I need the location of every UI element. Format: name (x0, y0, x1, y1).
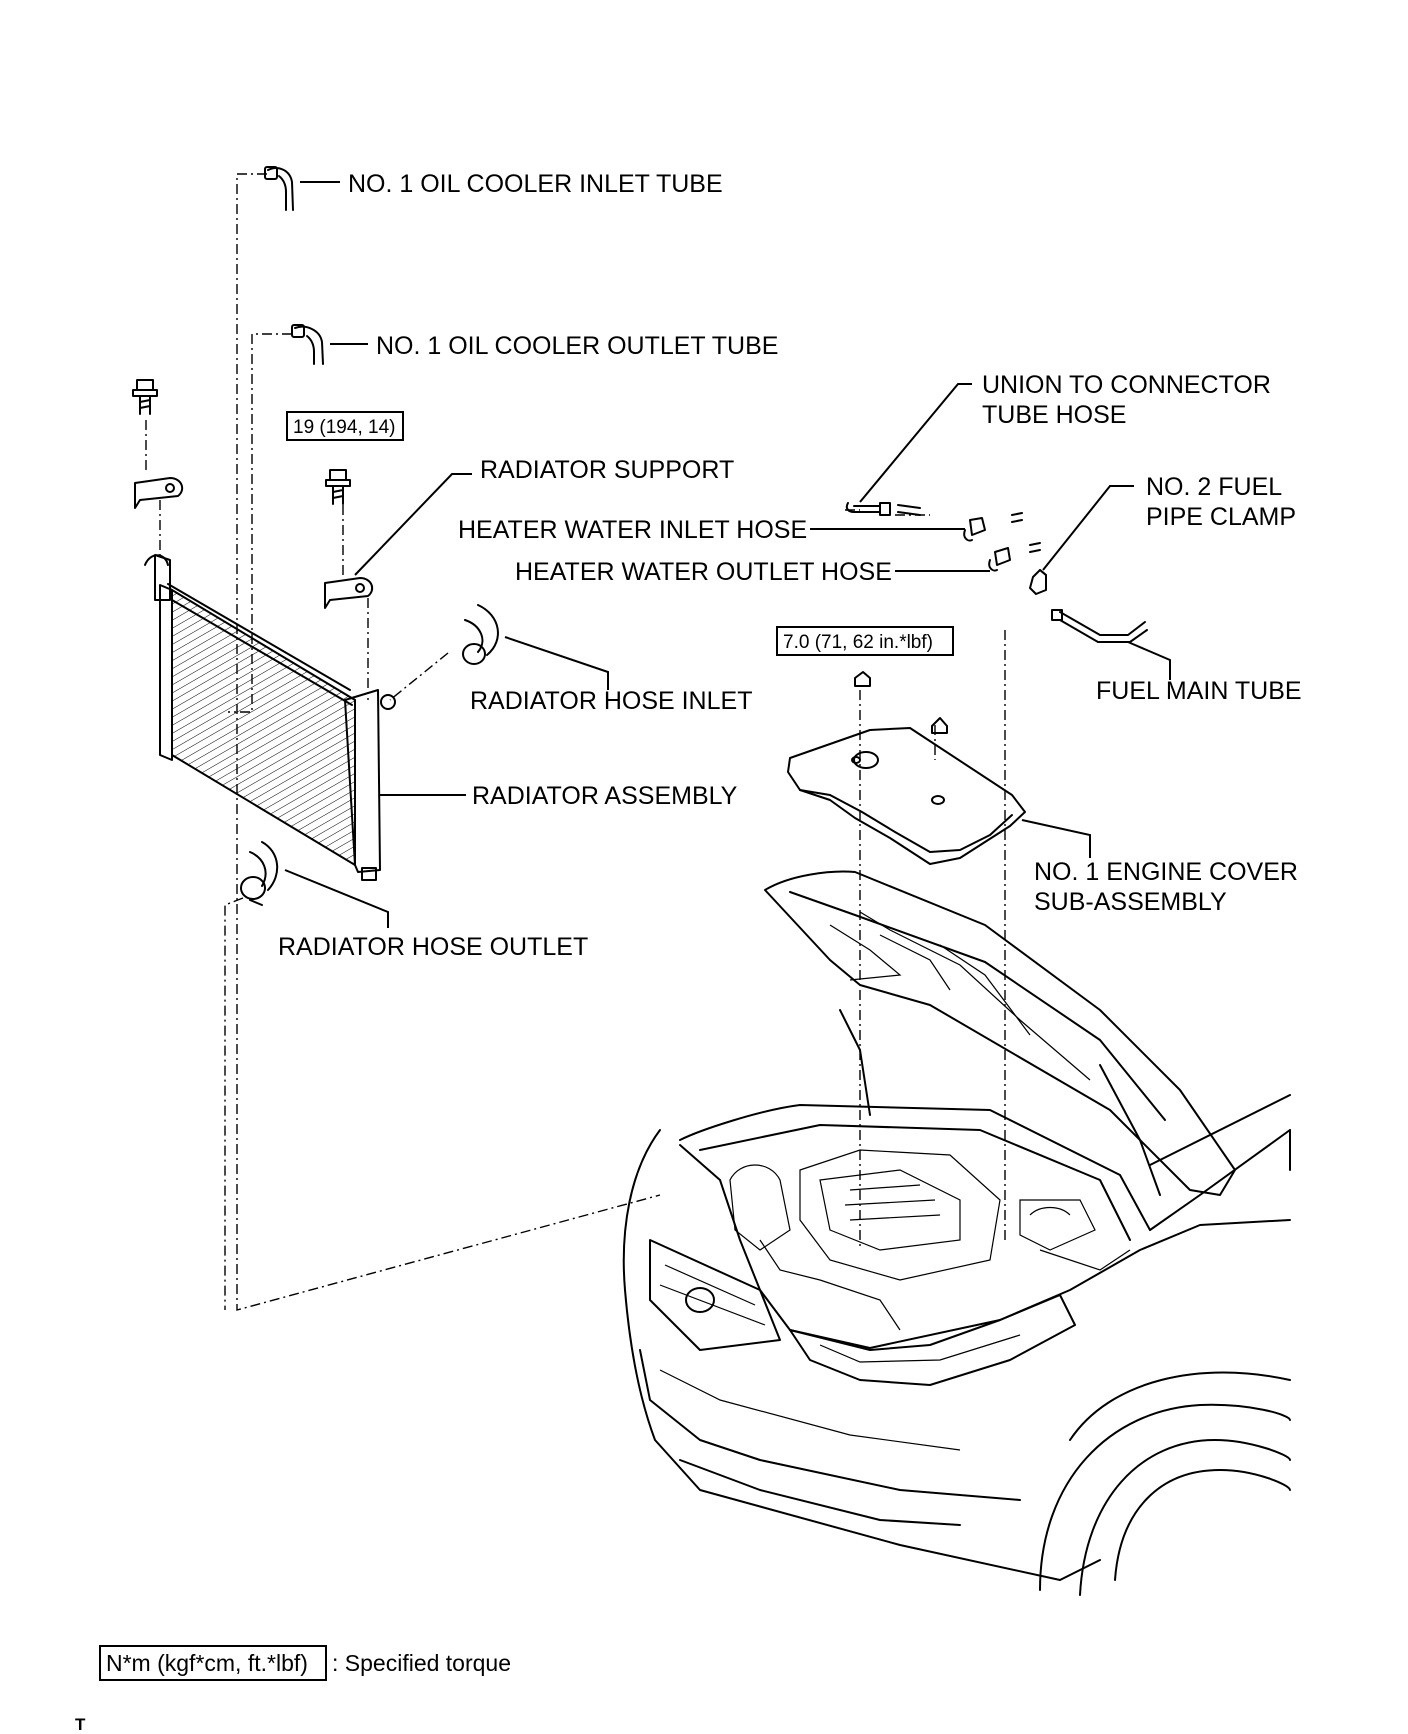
torque-box-radiator-support: 19 (194, 14) (286, 411, 404, 441)
no1-engine-cover: NO. 1 ENGINE COVER SUB-ASSEMBLY (787, 727, 1298, 916)
torque-radiator-support: 19 (194, 14) (293, 417, 395, 438)
torque-legend: N*m (kgf*cm, ft.*lbf) : Specified torque (99, 1645, 511, 1681)
heater-inlet-label: HEATER WATER INLET HOSE (458, 516, 807, 544)
radiator-support-label: RADIATOR SUPPORT (480, 456, 734, 484)
radiator-assembly-label: RADIATOR ASSEMBLY (472, 782, 738, 810)
vehicle-illustration (622, 870, 1291, 1596)
torque-engine-cover: 7.0 (71, 62 in.*lbf) (783, 632, 933, 653)
legend-description: : Specified torque (332, 1650, 511, 1676)
no2-fuel-pipe-clamp: NO. 2 FUEL PIPE CLAMP (1029, 473, 1296, 595)
oil-cooler-outlet-tube: NO. 1 OIL COOLER OUTLET TUBE (291, 324, 778, 365)
radiator-hose-outlet-label: RADIATOR HOSE OUTLET (278, 933, 588, 961)
legend-unit-box: N*m (kgf*cm, ft.*lbf) (106, 1650, 308, 1676)
alignment-lines (145, 173, 1006, 1311)
union-to-connector-tube-hose: UNION TO CONNECTOR TUBE HOSE (845, 371, 1271, 516)
radiator-hose-outlet: RADIATOR HOSE OUTLET (240, 841, 588, 961)
engine-cover-nut (854, 671, 871, 687)
fuel-clamp-label-line1: NO. 2 FUEL (1146, 473, 1282, 501)
oil-cooler-inlet-tube-label: NO. 1 OIL COOLER INLET TUBE (348, 170, 723, 198)
engine-cover-label-line1: NO. 1 ENGINE COVER (1034, 858, 1298, 886)
corner-mark: T (75, 1715, 86, 1734)
union-label-line2: TUBE HOSE (982, 401, 1126, 429)
radiator-support-bolt (325, 469, 351, 505)
fuel-clamp-label-line2: PIPE CLAMP (1146, 503, 1296, 531)
radiator-assembly: RADIATOR ASSEMBLY (144, 554, 738, 881)
heater-water-inlet-hose: HEATER WATER INLET HOSE (458, 512, 1023, 544)
oil-cooler-inlet-tube: NO. 1 OIL COOLER INLET TUBE (264, 166, 723, 211)
fuel-main-tube-label: FUEL MAIN TUBE (1096, 677, 1302, 705)
heater-outlet-label: HEATER WATER OUTLET HOSE (515, 558, 892, 586)
oil-cooler-outlet-tube-label: NO. 1 OIL COOLER OUTLET TUBE (376, 332, 778, 360)
union-label-line1: UNION TO CONNECTOR (982, 371, 1271, 399)
torque-box-engine-cover: 7.0 (71, 62 in.*lbf) (776, 626, 954, 656)
left-bracket-bolt (132, 379, 158, 415)
left-radiator-support-bracket (134, 477, 184, 509)
engine-cover-label-line2: SUB-ASSEMBLY (1034, 888, 1227, 916)
radiator-hose-inlet: RADIATOR HOSE INLET (462, 604, 752, 715)
radiator-hose-inlet-label: RADIATOR HOSE INLET (470, 687, 752, 715)
heater-water-outlet-hose: HEATER WATER OUTLET HOSE (515, 542, 1041, 586)
engine-cover-grommet (931, 717, 948, 734)
fuel-main-tube: FUEL MAIN TUBE (1051, 609, 1302, 705)
radiator-support-bracket: RADIATOR SUPPORT (324, 456, 734, 609)
